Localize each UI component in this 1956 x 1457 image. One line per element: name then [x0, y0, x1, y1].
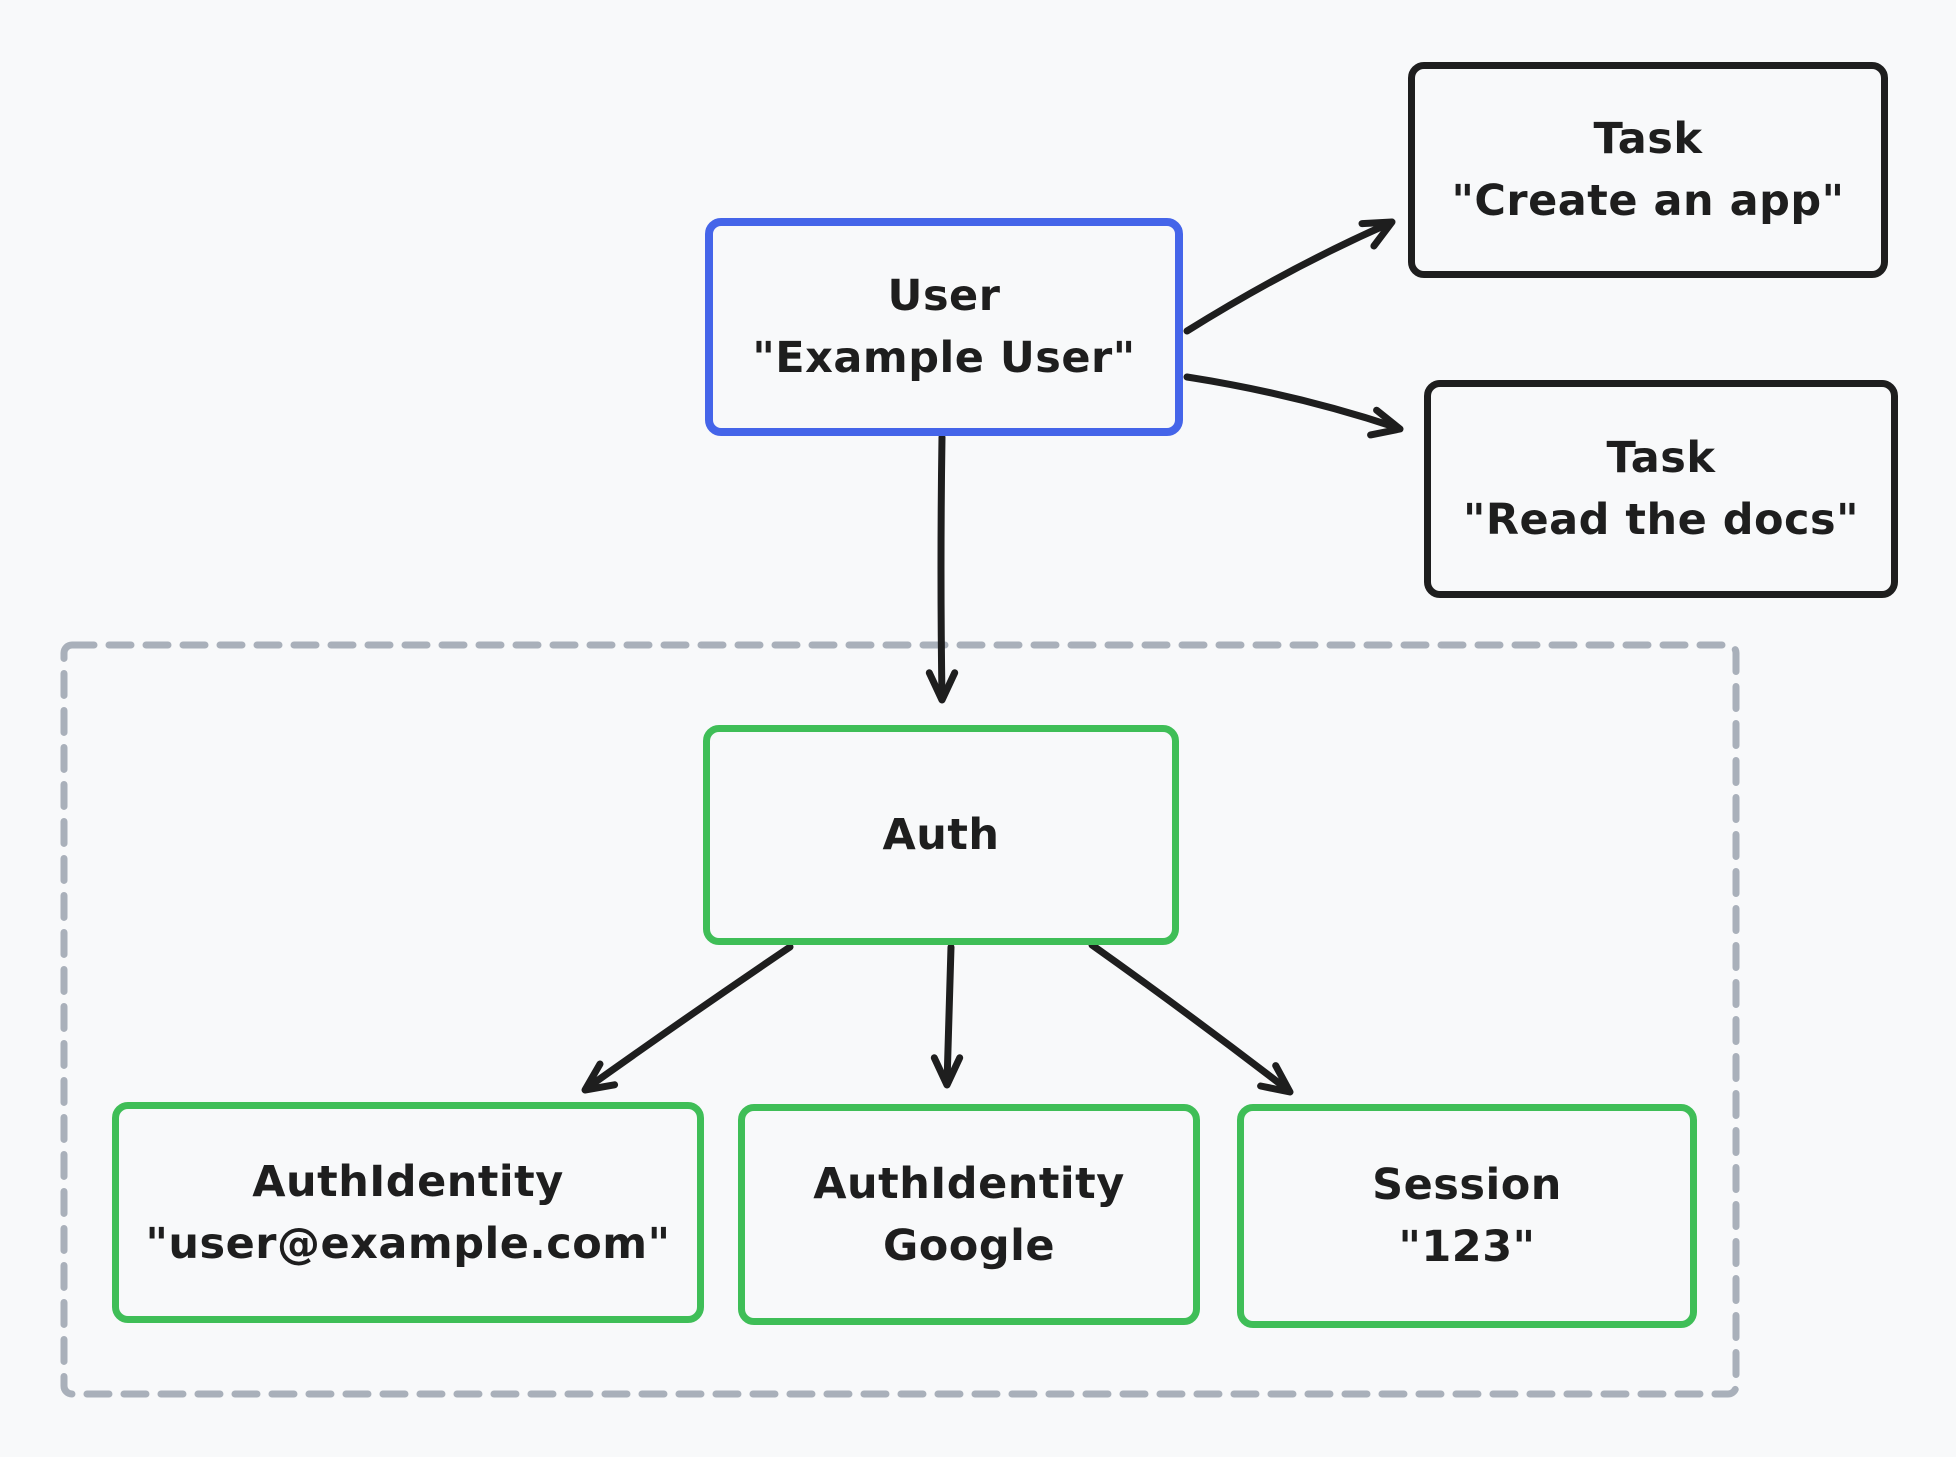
- node-session-value: "123": [1398, 1222, 1536, 1272]
- node-task-read-docs: Task "Read the docs": [1424, 380, 1898, 598]
- node-session: Session "123": [1237, 1104, 1697, 1328]
- node-task-read-title: Task: [1606, 433, 1716, 483]
- arrow-user-to-auth: [925, 433, 959, 704]
- node-auth-identity-email: AuthIdentity "user@example.com": [112, 1102, 704, 1323]
- node-user: User "Example User": [705, 218, 1183, 436]
- node-task-create-value: "Create an app": [1451, 176, 1845, 226]
- arrow-user-to-task-create: [1183, 218, 1396, 335]
- node-auth-identity-google: AuthIdentity Google: [738, 1104, 1200, 1325]
- arrow-auth-to-session: [1088, 941, 1294, 1096]
- node-auth-identity-google-title: AuthIdentity: [813, 1158, 1125, 1209]
- arrow-auth-to-identity-email: [581, 943, 794, 1094]
- node-auth-identity-google-value: Google: [882, 1220, 1056, 1271]
- node-auth-title: Auth: [882, 810, 1000, 860]
- arrow-user-to-task-read: [1183, 373, 1404, 439]
- node-task-create-app: Task "Create an app": [1408, 62, 1888, 278]
- node-auth: Auth: [703, 725, 1179, 945]
- arrow-auth-to-identity-google: [930, 943, 964, 1089]
- node-auth-identity-email-title: AuthIdentity: [252, 1156, 564, 1207]
- auth-system-dashed-container: [60, 641, 1740, 1398]
- node-user-value: "Example User": [752, 333, 1136, 383]
- node-task-read-value: "Read the docs": [1462, 495, 1860, 545]
- node-auth-identity-email-value: "user@example.com": [145, 1218, 671, 1269]
- node-user-title: User: [887, 271, 1001, 321]
- node-task-create-title: Task: [1593, 114, 1703, 164]
- node-session-title: Session: [1372, 1160, 1562, 1210]
